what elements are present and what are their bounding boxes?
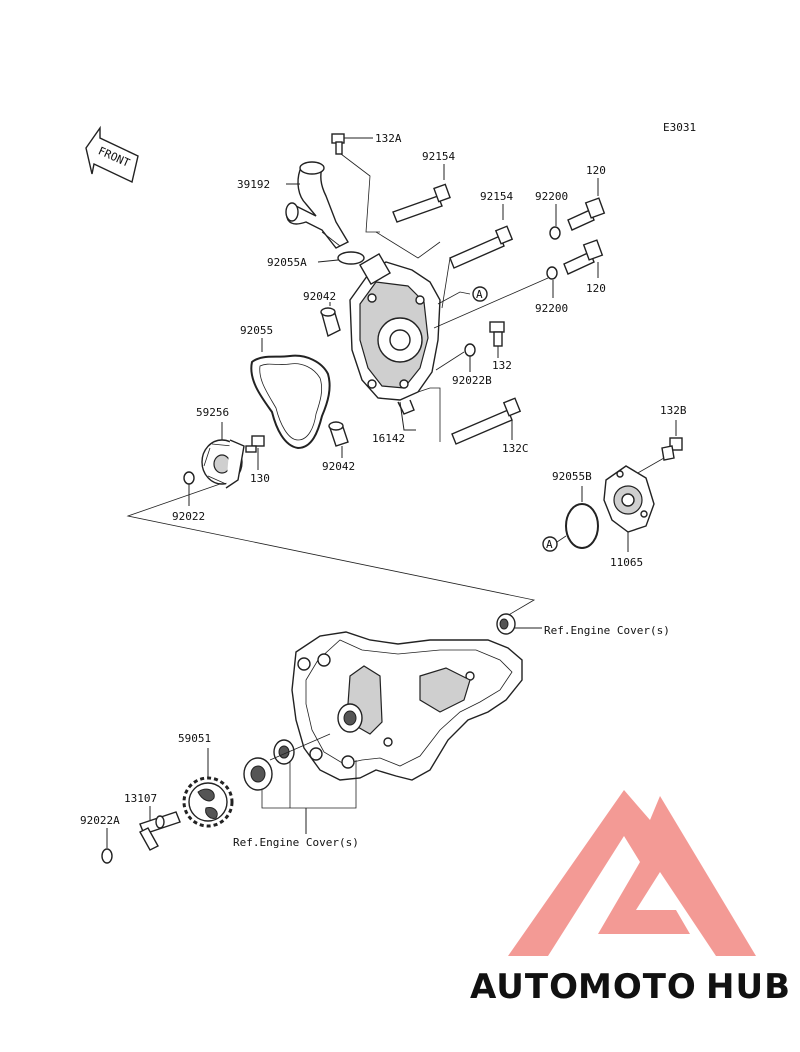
diagram-code: E3031 [663,121,696,134]
label-92055a: 92055A [267,256,307,269]
label-39192: 39192 [237,178,270,191]
bolt-130 [245,435,265,453]
watermark-auto: AUTO [470,967,579,1007]
bearing-large [243,757,273,791]
bearing-small [273,739,295,765]
washer-92022 [183,471,195,485]
label-120-top: 120 [586,164,606,177]
washer-92022a [101,848,113,864]
dowel-pin-92042-bottom [328,421,349,447]
watermark-moto: MOTO [578,967,697,1007]
label-16142: 16142 [372,432,405,445]
label-92022b: 92022B [452,374,492,387]
callout-a-top-label: A [476,288,483,301]
label-92022: 92022 [172,510,205,523]
automotohub-logo [508,790,756,956]
label-132: 132 [492,359,512,372]
engine-cover-body [291,631,523,781]
label-120-bottom: 120 [586,282,606,295]
bolt-132b [661,437,683,461]
bolt-120-top [567,197,606,231]
label-132b: 132B [660,404,687,417]
label-92154-top: 92154 [422,150,455,163]
pump-cover-11065 [603,465,655,533]
bolt-132 [489,321,505,347]
ref-label-top: Ref.Engine Cover(s) [544,624,670,637]
bolt-120-bottom [563,239,604,275]
label-92055b: 92055B [552,470,592,483]
o-ring-92055a [337,251,365,265]
ref-label-bottom: Ref.Engine Cover(s) [233,836,359,849]
label-130: 130 [250,472,270,485]
label-132a: 132A [375,132,402,145]
callout-a-bottom [542,536,558,552]
gear-59051 [182,776,234,828]
washer-92022b [464,343,476,357]
label-132c: 132C [502,442,529,455]
label-59051: 59051 [178,732,211,745]
pump-cover-housing [349,253,441,415]
label-92154-mid: 92154 [480,190,513,203]
bolt-132c [451,397,522,445]
label-11065: 11065 [610,556,643,569]
bolt-132a [331,133,345,155]
impeller-59256 [201,439,245,489]
dowel-pin-92042-top [320,307,341,338]
front-arrow-icon: FRONT [85,125,139,184]
label-13107: 13107 [124,792,157,805]
label-59256: 59256 [196,406,229,419]
callout-a-bottom-label: A [546,538,553,551]
gasket-92055 [250,354,331,450]
washer-92200-top [549,226,561,240]
label-92022a: 92022A [80,814,120,827]
callout-a-top [472,286,488,302]
watermark-hub: HUB [706,967,791,1007]
water-pipe-39192 [285,161,349,249]
pump-shaft-13107 [139,811,181,851]
seal-right [496,613,516,635]
label-92055: 92055 [240,324,273,337]
bolt-92154-mid [449,225,514,269]
label-92042-top: 92042 [303,290,336,303]
label-92200-top: 92200 [535,190,568,203]
o-ring-92055b [565,503,599,549]
label-92042-bottom: 92042 [322,460,355,473]
washer-92200-bottom [546,266,558,280]
label-92200-bottom: 92200 [535,302,568,315]
bolt-92154-top [392,183,451,223]
